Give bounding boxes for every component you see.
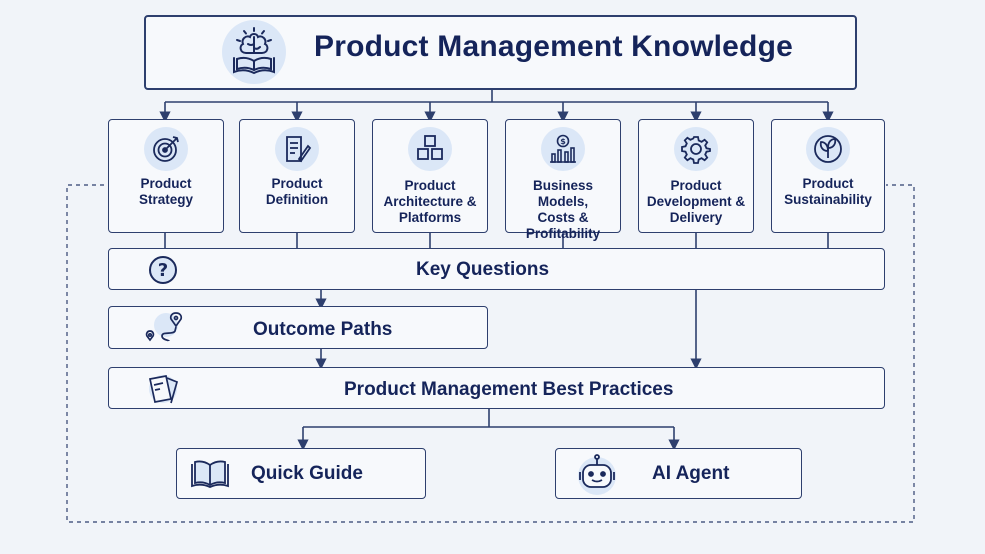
pillar-label: Business Models, Costs & Profitability <box>525 178 601 241</box>
target-icon <box>153 136 179 162</box>
pillar-label: Product Strategy <box>138 176 194 207</box>
svg-text:?: ? <box>158 260 168 281</box>
cards-icon <box>148 375 179 404</box>
page-title: Product Management Knowledge <box>314 30 793 63</box>
key-questions-box <box>108 248 885 290</box>
cubes-icon <box>417 135 443 160</box>
outcome-paths-label: Outcome Paths <box>253 319 393 340</box>
route-pin-icon <box>145 312 183 342</box>
pillar-label: Product Architecture & Platforms <box>383 178 477 225</box>
open-book-icon <box>191 460 229 488</box>
best-practices-box <box>108 367 885 409</box>
pillar-business-models: $ Business Models, Costs & Profitability <box>505 119 621 241</box>
pillar-product-architecture: Product Architecture & Platforms <box>372 119 488 233</box>
pillar-product-sustainability: Product Sustainability <box>771 119 885 233</box>
pillar-label: Product Definition <box>265 176 329 207</box>
best-practices-label: Product Management Best Practices <box>344 379 674 400</box>
pillar-label: Product Sustainability <box>784 176 872 207</box>
robot-icon <box>578 454 616 495</box>
question-mark-icon: ? <box>149 256 177 284</box>
pillar-product-development: Product Development & Delivery <box>638 119 754 233</box>
dollar-chart-icon: $ <box>550 134 576 163</box>
pillar-label: Product Development & Delivery <box>646 178 746 225</box>
key-questions-label: Key Questions <box>416 259 550 280</box>
gear-icon <box>681 136 711 164</box>
feedback-loop-dashed <box>66 184 915 523</box>
ai-agent-label: AI Agent <box>652 463 730 484</box>
svg-text:$: $ <box>560 137 566 146</box>
pillar-product-definition: Product Definition <box>239 119 355 233</box>
leaf-icon <box>814 135 842 163</box>
quick-guide-label: Quick Guide <box>251 463 363 484</box>
document-pen-icon <box>286 136 312 163</box>
pillar-product-strategy: Product Strategy <box>108 119 224 233</box>
brain-book-icon <box>222 20 286 84</box>
